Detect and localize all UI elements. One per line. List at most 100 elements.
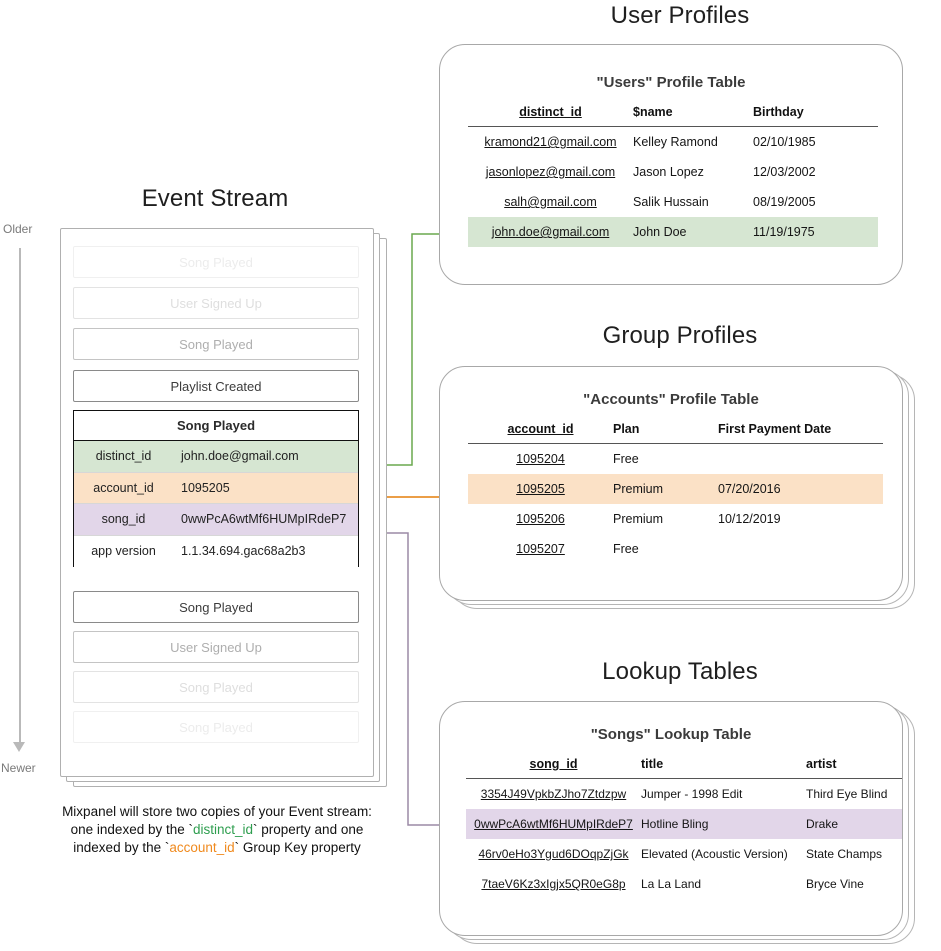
cell-name: Kelley Ramond: [633, 135, 718, 149]
event-property-row: app version 1.1.34.694.gac68a2b3: [74, 535, 358, 567]
event-card-label: Song Played: [179, 254, 253, 270]
caption-line-3a: indexed by the `: [73, 840, 170, 855]
user-profiles-title: User Profiles: [610, 2, 750, 29]
accounts-table-title: "Accounts" Profile Table: [583, 391, 759, 408]
songs-lookup-table: song_id title artist 3354J49VpkbZJho7Ztd…: [466, 757, 902, 899]
songs-table-title: "Songs" Lookup Table: [590, 726, 752, 743]
older-label: Older: [3, 222, 33, 236]
cell-song-id: 46rv0eHo3Ygud6DOqpZjGk: [478, 847, 629, 861]
table-row-highlighted[interactable]: 0wwPcA6wtMf6HUMpIRdeP7 Hotline Bling Dra…: [466, 809, 902, 839]
column-header: artist: [806, 757, 837, 771]
lookup-tables-panel: "Songs" Lookup Table song_id title artis…: [439, 701, 903, 936]
table-row[interactable]: jasonlopez@gmail.com Jason Lopez 12/03/2…: [468, 157, 878, 187]
event-card[interactable]: Song Played: [73, 591, 359, 623]
column-header: Birthday: [753, 105, 804, 119]
caption-distinct-id-key: distinct_id: [192, 822, 254, 837]
cell-title: La La Land: [641, 877, 702, 891]
cell-birthday: 02/10/1985: [753, 135, 816, 149]
cell-distinct-id: salh@gmail.com: [504, 195, 597, 209]
event-card-label: User Signed Up: [170, 295, 262, 311]
cell-name: Salik Hussain: [633, 195, 709, 209]
event-card[interactable]: Song Played: [73, 328, 359, 360]
table-row[interactable]: 1095204 Free: [468, 444, 883, 475]
event-stream-card-list: Song Played User Signed Up Song Played P…: [60, 228, 372, 775]
property-value: 1.1.34.694.gac68a2b3: [181, 544, 306, 559]
table-row[interactable]: 3354J49VpkbZJho7Ztdzpw Jumper - 1998 Edi…: [466, 779, 902, 810]
property-value: john.doe@gmail.com: [181, 449, 299, 464]
column-header: $name: [633, 105, 673, 119]
caption-line-2a: one indexed by the `: [70, 822, 193, 837]
caption-line-2b: ` property and one: [253, 822, 364, 837]
cell-account-id: 1095205: [468, 474, 613, 504]
group-profiles-panel: "Accounts" Profile Table account_id Plan…: [439, 366, 903, 601]
event-card[interactable]: Song Played: [73, 671, 359, 703]
cell-distinct-id: kramond21@gmail.com: [484, 135, 617, 149]
cell-artist: Drake: [806, 809, 902, 839]
event-card-label: Song Played: [179, 599, 253, 615]
property-key: distinct_id: [95, 449, 152, 464]
property-key: account_id: [93, 480, 154, 495]
table-row[interactable]: 46rv0eHo3Ygud6DOqpZjGk Elevated (Acousti…: [466, 839, 902, 869]
cell-title: Hotline Bling: [641, 809, 806, 839]
cell-birthday: 11/19/1975: [753, 217, 878, 247]
event-card[interactable]: Song Played: [73, 246, 359, 278]
event-stream-caption: Mixpanel will store two copies of your E…: [38, 803, 396, 857]
event-card-label: Playlist Created: [170, 378, 262, 394]
expanded-event-card[interactable]: Song Played distinct_id john.doe@gmail.c…: [73, 410, 359, 567]
cell-name: Jason Lopez: [633, 165, 704, 179]
cell-title: Jumper - 1998 Edit: [641, 787, 743, 801]
event-card[interactable]: User Signed Up: [73, 287, 359, 319]
property-value: 0wwPcA6wtMf6HUMpIRdeP7: [181, 512, 347, 527]
cell-distinct-id: jasonlopez@gmail.com: [485, 165, 616, 179]
cell-plan: Free: [613, 542, 639, 556]
cell-account-id: 1095204: [516, 452, 565, 466]
cell-first-payment-date: 10/12/2019: [718, 512, 781, 526]
table-row-highlighted[interactable]: john.doe@gmail.com John Doe 11/19/1975: [468, 217, 878, 247]
cell-first-payment-date: 07/20/2016: [718, 474, 883, 504]
event-property-row: distinct_id john.doe@gmail.com: [74, 441, 358, 473]
table-header-row: song_id title artist: [466, 757, 902, 779]
table-header-row: account_id Plan First Payment Date: [468, 422, 883, 444]
cell-plan: Premium: [613, 512, 664, 526]
event-property-row: song_id 0wwPcA6wtMf6HUMpIRdeP7: [74, 504, 358, 536]
table-row[interactable]: 1095206 Premium 10/12/2019: [468, 504, 883, 534]
event-card-label: Song Played: [179, 336, 253, 352]
table-header-row: distinct_id $name Birthday: [468, 105, 878, 127]
time-axis-line: [19, 248, 21, 748]
table-row[interactable]: 1095207 Free: [468, 534, 883, 564]
event-card[interactable]: Playlist Created: [73, 370, 359, 402]
table-row-highlighted[interactable]: 1095205 Premium 07/20/2016: [468, 474, 883, 504]
event-stream-title: Event Stream: [141, 185, 289, 212]
cell-plan: Free: [613, 452, 639, 466]
cell-song-id: 7taeV6Kz3xIgjx5QR0eG8p: [481, 877, 626, 891]
column-header: title: [641, 757, 664, 771]
event-card-label: User Signed Up: [170, 639, 262, 655]
event-card[interactable]: Song Played: [73, 711, 359, 743]
users-table-title: "Users" Profile Table: [596, 74, 746, 91]
event-card-label: Song Played: [179, 719, 253, 735]
column-header: account_id: [507, 422, 574, 436]
column-header: Plan: [613, 422, 640, 436]
column-header: First Payment Date: [718, 422, 832, 436]
cell-account-id: 1095206: [516, 512, 565, 526]
cell-account-id: 1095207: [516, 542, 565, 556]
group-profiles-title: Group Profiles: [602, 322, 758, 349]
column-header: song_id: [529, 757, 578, 771]
event-card-label: Song Played: [179, 679, 253, 695]
accounts-profile-table: account_id Plan First Payment Date 10952…: [468, 422, 883, 564]
table-row[interactable]: salh@gmail.com Salik Hussain 08/19/2005: [468, 187, 878, 217]
caption-line-1: Mixpanel will store two copies of your E…: [62, 804, 372, 819]
table-row[interactable]: kramond21@gmail.com Kelley Ramond 02/10/…: [468, 127, 878, 158]
users-profile-table: distinct_id $name Birthday kramond21@gma…: [468, 105, 878, 247]
cell-first-payment-date: [718, 444, 883, 475]
table-row[interactable]: 7taeV6Kz3xIgjx5QR0eG8p La La Land Bryce …: [466, 869, 902, 899]
lookup-tables-title: Lookup Tables: [602, 658, 758, 685]
cell-first-payment-date: [718, 534, 883, 564]
cell-artist: Bryce Vine: [806, 877, 864, 891]
cell-song-id: 0wwPcA6wtMf6HUMpIRdeP7: [466, 809, 641, 839]
event-card[interactable]: User Signed Up: [73, 631, 359, 663]
cell-plan: Premium: [613, 474, 718, 504]
cell-birthday: 12/03/2002: [753, 165, 816, 179]
cell-title: Elevated (Acoustic Version): [641, 847, 788, 861]
user-profiles-panel: "Users" Profile Table distinct_id $name …: [439, 44, 903, 285]
